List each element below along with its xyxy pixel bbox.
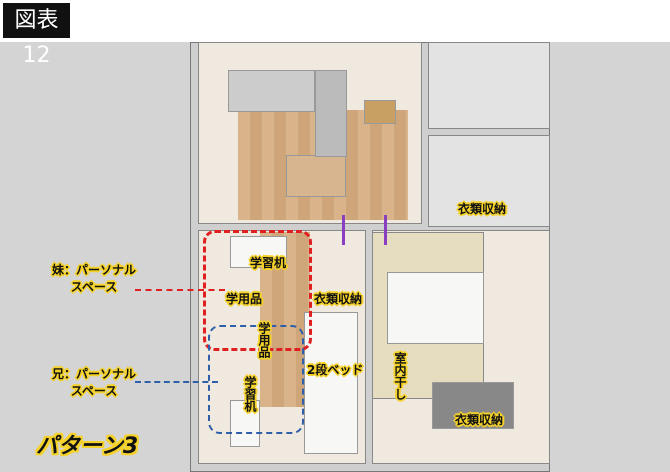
dining-table — [286, 155, 346, 197]
label-closet-top: 衣類収納 — [458, 202, 507, 216]
entrance-mat — [364, 100, 396, 124]
callout-sister: 妹：パーソナル スペース — [52, 262, 136, 296]
desk-sister — [230, 236, 287, 268]
label-indoor-drying: 室内干し — [393, 352, 407, 400]
label-closet-middle: 衣類収納 — [314, 292, 363, 306]
brother-leader-line — [135, 381, 218, 383]
kitchen-counter — [228, 70, 315, 112]
bunk-bed — [304, 312, 358, 454]
label-supplies-brother: 学用品 — [257, 322, 271, 358]
label-closet-bottom: 衣類収納 — [455, 413, 504, 427]
callout-brother-line2: スペース — [70, 384, 118, 398]
bath-room — [428, 135, 550, 227]
arrow-icon — [384, 215, 387, 245]
sister-leader-line — [135, 289, 225, 291]
toilet-room — [428, 42, 550, 129]
callout-sister-line1: 妹：パーソナル — [52, 263, 137, 277]
pattern-title: パターン3 — [36, 434, 139, 459]
label-bunk-bed: 2段ベッド — [307, 363, 364, 377]
clothes-rack — [432, 382, 514, 429]
callout-brother-line1: 兄：パーソナル — [52, 367, 137, 381]
label-supplies-sister: 学用品 — [226, 292, 263, 306]
label-desk-brother: 学習机 — [243, 376, 257, 412]
label-desk-sister: 学習机 — [250, 256, 287, 270]
figure-label: 図表12 — [3, 3, 70, 68]
callout-sister-line2: スペース — [70, 280, 118, 294]
refrigerator — [315, 70, 347, 157]
brother-personal-zone — [208, 325, 304, 434]
arrow-icon — [342, 215, 345, 245]
desk-brother — [230, 400, 260, 447]
callout-brother: 兄：パーソナル スペース — [52, 366, 136, 400]
futon — [387, 272, 484, 344]
